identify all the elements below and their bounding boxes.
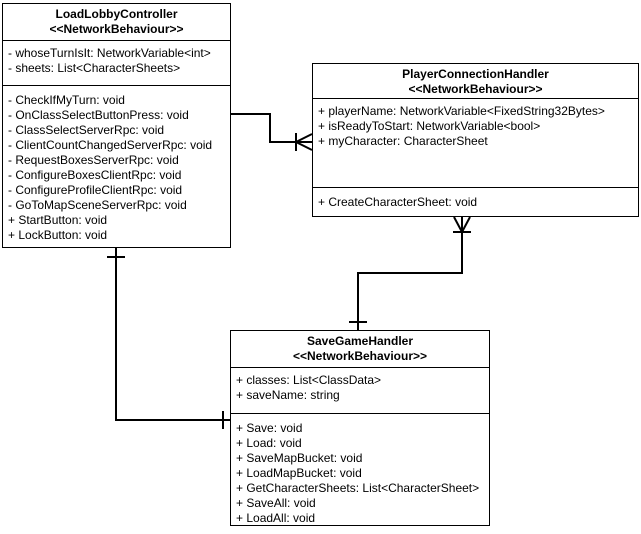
edge-savegame-to-playerconnection[interactable]: [349, 216, 471, 330]
member-line: - CheckIfMyTurn: void: [8, 93, 125, 107]
member-line: - ClientCountChangedServerRpc: void: [8, 138, 213, 152]
member-line: + SaveAll: void: [236, 496, 316, 510]
edge-loadlobby-to-savegame[interactable]: [107, 248, 230, 429]
member-line: - ConfigureProfileClientRpc: void: [8, 183, 183, 197]
member-line: - GoToMapSceneServerRpc: void: [8, 198, 187, 212]
member-line: + Load: void: [236, 436, 302, 450]
class-name: LoadLobbyController: [55, 7, 178, 21]
class-name: SaveGameHandler: [306, 334, 414, 348]
methods-compartment: + CreateCharacterSheet: void: [313, 188, 638, 216]
crow-foot-marker-icon: [295, 133, 313, 151]
member-line: + GetCharacterSheets: List<CharacterShee…: [236, 481, 480, 495]
class-node-loadlobbycontroller[interactable]: LoadLobbyController <<NetworkBehaviour>>…: [2, 3, 231, 248]
member-line: - ClassSelectServerRpc: void: [8, 123, 165, 137]
class-title: PlayerConnectionHandler <<NetworkBehavio…: [313, 64, 638, 99]
member-line: - whoseTurnIsIt: NetworkVariable<int>: [8, 46, 211, 60]
attributes-compartment: - whoseTurnIsIt: NetworkVariable<int>- s…: [3, 41, 230, 86]
edge-line[interactable]: [231, 113, 296, 143]
member-line: + Save: void: [236, 421, 303, 435]
member-line: + classes: List<ClassData>: [236, 373, 382, 387]
member-line: + SaveMapBucket: void: [236, 451, 363, 465]
attributes-compartment: + classes: List<ClassData>+ saveName: st…: [231, 368, 489, 414]
class-title: SaveGameHandler <<NetworkBehaviour>>: [231, 331, 489, 368]
member-line: + isReadyToStart: NetworkVariable<bool>: [318, 119, 541, 133]
class-stereotype: <<NetworkBehaviour>>: [292, 349, 428, 363]
class-node-savegamehandler[interactable]: SaveGameHandler <<NetworkBehaviour>> + c…: [230, 330, 490, 526]
methods-compartment: + Save: void+ Load: void+ SaveMapBucket:…: [231, 414, 489, 525]
class-name: PlayerConnectionHandler: [402, 67, 549, 81]
member-line: + playerName: NetworkVariable<FixedStrin…: [318, 104, 605, 118]
member-line: + myCharacter: CharacterSheet: [318, 134, 488, 148]
crow-foot-marker-icon: [453, 216, 471, 233]
edge-line[interactable]: [357, 232, 463, 330]
class-stereotype: <<NetworkBehaviour>>: [408, 82, 543, 96]
member-line: - ConfigureBoxesClientRpc: void: [8, 168, 182, 182]
member-line: + LockButton: void: [8, 228, 108, 242]
member-line: - sheets: List<CharacterSheets>: [8, 61, 181, 75]
class-title: LoadLobbyController <<NetworkBehaviour>>: [3, 4, 230, 41]
member-line: + saveName: string: [236, 388, 340, 402]
attributes-compartment: + playerName: NetworkVariable<FixedStrin…: [313, 99, 638, 188]
member-line: - RequestBoxesServerRpc: void: [8, 153, 179, 167]
member-line: + LoadMapBucket: void: [236, 466, 362, 480]
edge-line[interactable]: [115, 248, 230, 421]
member-line: + StartButton: void: [8, 213, 108, 227]
member-line: + LoadAll: void: [236, 511, 316, 525]
class-node-playerconnectionhandler[interactable]: PlayerConnectionHandler <<NetworkBehavio…: [312, 63, 639, 217]
member-line: - OnClassSelectButtonPress: void: [8, 108, 189, 122]
class-stereotype: <<NetworkBehaviour>>: [49, 22, 184, 36]
edge-loadlobby-to-playerconnection[interactable]: [231, 113, 313, 151]
member-line: + CreateCharacterSheet: void: [318, 195, 478, 209]
methods-compartment: - CheckIfMyTurn: void- OnClassSelectButt…: [3, 86, 230, 247]
